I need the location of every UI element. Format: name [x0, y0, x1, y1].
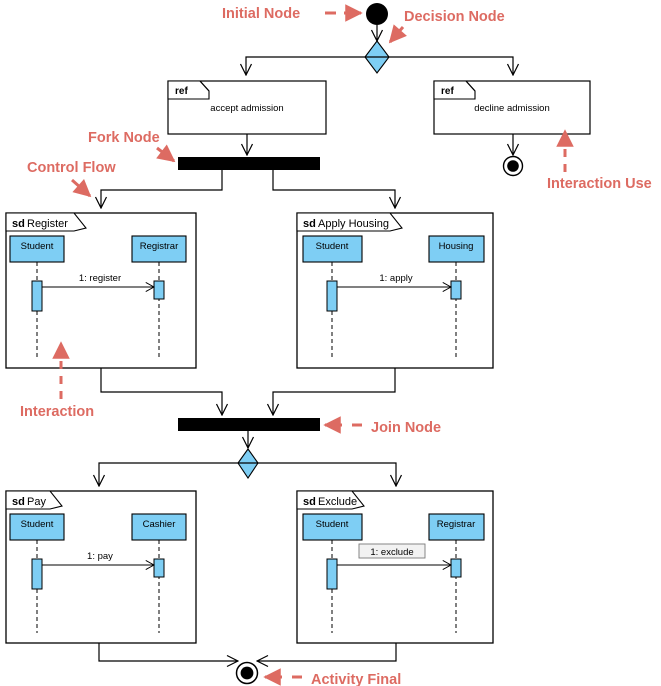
lifeline-label: Registrar [140, 241, 179, 252]
control-flow-decision-branch-left [246, 56, 377, 75]
message-pay: 1: pay [42, 551, 154, 565]
message-exclude: 1: exclude [337, 543, 451, 565]
lifeline-pay-cashier[interactable]: Cashier [131, 513, 187, 633]
lifeline-pay-student[interactable]: Student [9, 513, 65, 633]
lifeline-label: Registrar [437, 519, 476, 530]
message-label: 1: pay [87, 551, 113, 562]
lifeline-register-student[interactable]: Student [9, 235, 65, 358]
message-label: 1: apply [379, 273, 413, 284]
control-flow-exclude-to-final [257, 643, 397, 661]
ref-name: decline admission [474, 103, 550, 114]
fragment-exclude[interactable]: sd Exclude Student Registrar 1: exclude [296, 490, 494, 644]
fork-node [178, 157, 320, 170]
control-flow-apply-housing-to-join [273, 368, 396, 415]
control-flow-pay-to-final [98, 643, 238, 661]
lifeline-register-registrar[interactable]: Registrar [131, 235, 187, 358]
flow-final-node [502, 155, 524, 177]
lifeline-label: Student [316, 241, 349, 252]
ref-keyword: ref [175, 86, 188, 97]
annotation-interaction-use: Interaction Use [547, 176, 652, 192]
control-flow-register-to-join [100, 368, 222, 415]
fragment-name: Apply Housing [318, 218, 389, 230]
message-apply: 1: apply [337, 273, 451, 287]
fragment-keyword: sd [303, 218, 316, 230]
annotation-fork-node: Fork Node [88, 130, 160, 146]
ref-name: accept admission [210, 103, 283, 114]
annotation-initial-node: Initial Node [222, 6, 300, 22]
lifeline-label: Housing [439, 241, 474, 252]
lifeline-label: Cashier [143, 519, 176, 530]
lifeline-label: Student [21, 519, 54, 530]
join-node [178, 418, 320, 431]
message-label: 1: register [79, 273, 121, 284]
activity-final-node-inner [240, 666, 254, 680]
annotation-activity-final: Activity Final [311, 672, 401, 686]
interaction-use-accept-admission[interactable]: ref accept admission [167, 80, 327, 135]
fragment-name: Exclude [318, 496, 357, 508]
interaction-use-decline-admission[interactable]: ref decline admission [433, 80, 591, 135]
control-flow-fork-to-register [101, 170, 223, 208]
control-flow-decision-branch-right [377, 56, 513, 75]
control-flow-decision-to-pay [99, 462, 248, 486]
fragment-keyword: sd [12, 496, 25, 508]
message-register: 1: register [42, 273, 154, 287]
annotation-interaction: Interaction [20, 404, 94, 420]
message-label: 1: exclude [370, 547, 413, 558]
annotation-control-flow: Control Flow [27, 160, 116, 176]
annotation-arrow-decision-node [388, 24, 407, 44]
annotation-arrow-fork-node [156, 144, 176, 163]
flow-final-node-inner [507, 160, 519, 172]
control-flow-decision-to-exclude [248, 462, 396, 486]
fragment-name: Pay [27, 496, 46, 508]
lifeline-housing-student[interactable]: Student [302, 235, 363, 358]
lifeline-label: Student [21, 241, 54, 252]
fragment-apply-housing[interactable]: sd Apply Housing Student Housing 1: appl… [296, 212, 494, 369]
lifeline-exclude-student[interactable]: Student [302, 513, 363, 633]
control-flow-fork-to-apply-housing [272, 170, 395, 208]
fragment-name: Register [27, 218, 68, 230]
annotation-arrow-control-flow [71, 178, 92, 198]
fragment-register[interactable]: sd Register Student Registrar 1: registe… [5, 212, 197, 369]
annotation-join-node: Join Node [371, 420, 441, 436]
fragment-pay[interactable]: sd Pay Student Cashier 1: pay [5, 490, 197, 644]
fragment-keyword: sd [12, 218, 25, 230]
ref-keyword: ref [441, 86, 454, 97]
lifeline-housing-housing[interactable]: Housing [428, 235, 485, 358]
fragment-keyword: sd [303, 496, 316, 508]
annotation-decision-node: Decision Node [404, 9, 505, 25]
initial-node [366, 3, 388, 25]
lifeline-label: Student [316, 519, 349, 530]
